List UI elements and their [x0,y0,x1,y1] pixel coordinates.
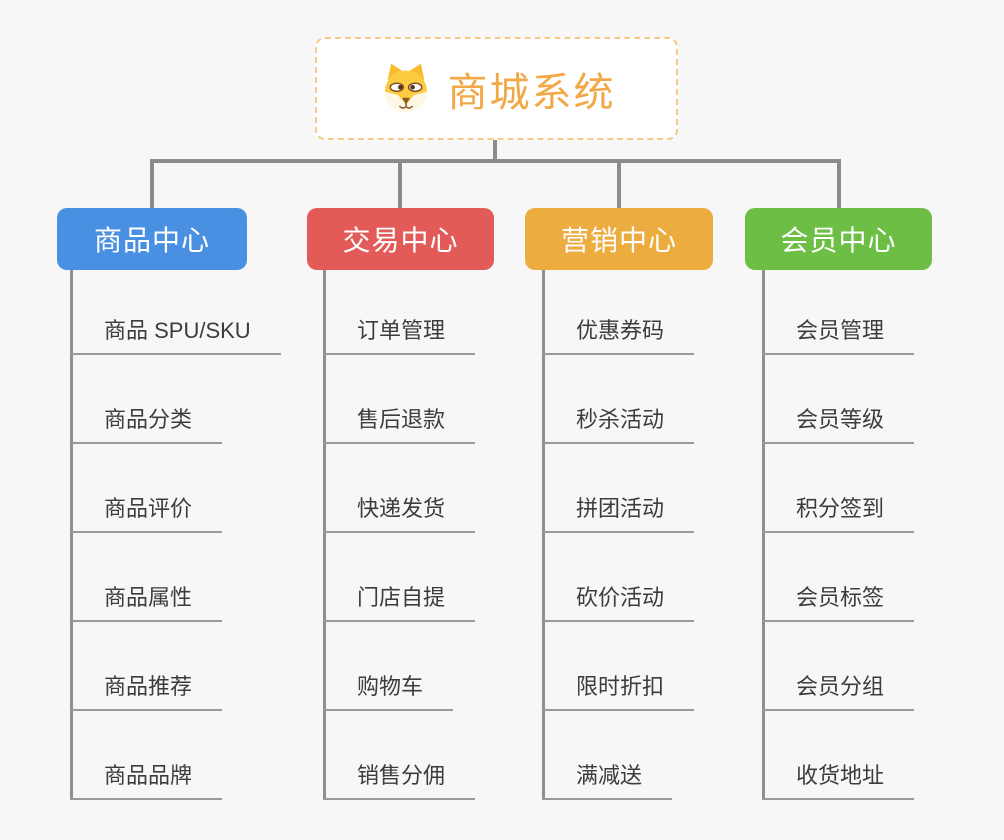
branch-node-product-center[interactable]: 商品中心 [57,208,247,270]
subtopic-node[interactable]: 优惠券码 [542,313,695,355]
branch-node-marketing-center[interactable]: 营销中心 [525,208,713,270]
branch-node-member-center[interactable]: 会员中心 [745,208,932,270]
subtopic-node[interactable]: 秒杀活动 [542,402,695,444]
subtopic-node[interactable]: 商品属性 [70,580,223,622]
subtopic-node[interactable]: 商品评价 [70,491,223,533]
connector-branch-line [323,270,326,800]
dog-face-icon [384,63,427,113]
connector-drop [617,159,621,209]
connector-branch-line [762,270,765,800]
subtopic-node[interactable]: 商品分类 [70,402,223,444]
subtopic-node[interactable]: 商品品牌 [70,758,223,800]
connector-drop [398,159,402,209]
subtopic-node[interactable]: 销售分佣 [323,758,476,800]
connector-branch-line [70,270,73,800]
subtopic-node[interactable]: 会员管理 [762,313,915,355]
subtopic-node[interactable]: 商品 SPU/SKU [70,313,281,355]
branch-node-trade-center[interactable]: 交易中心 [307,208,494,270]
subtopic-node[interactable]: 会员分组 [762,669,915,711]
subtopic-node[interactable]: 快递发货 [323,491,476,533]
subtopic-node[interactable]: 积分签到 [762,491,915,533]
connector-drop [837,159,841,209]
subtopic-node[interactable]: 订单管理 [323,313,476,355]
subtopic-node[interactable]: 满减送 [542,758,673,800]
subtopic-node[interactable]: 拼团活动 [542,491,695,533]
subtopic-node[interactable]: 售后退款 [323,402,476,444]
root-topic-label: 商城系统 [447,70,616,115]
subtopic-node[interactable]: 收货地址 [762,758,915,800]
connector-branch-line [542,270,545,800]
subtopic-node[interactable]: 会员等级 [762,402,915,444]
subtopic-node[interactable]: 商品推荐 [70,669,223,711]
subtopic-node[interactable]: 限时折扣 [542,669,695,711]
root-topic-node[interactable]: 商城系统 [315,37,678,140]
subtopic-node[interactable]: 购物车 [323,669,454,711]
subtopic-node[interactable]: 会员标签 [762,580,915,622]
connector-trunk [150,159,841,163]
connector-drop [150,159,154,209]
connector-root-stub [493,140,497,161]
subtopic-node[interactable]: 门店自提 [323,580,476,622]
subtopic-node[interactable]: 砍价活动 [542,580,695,622]
